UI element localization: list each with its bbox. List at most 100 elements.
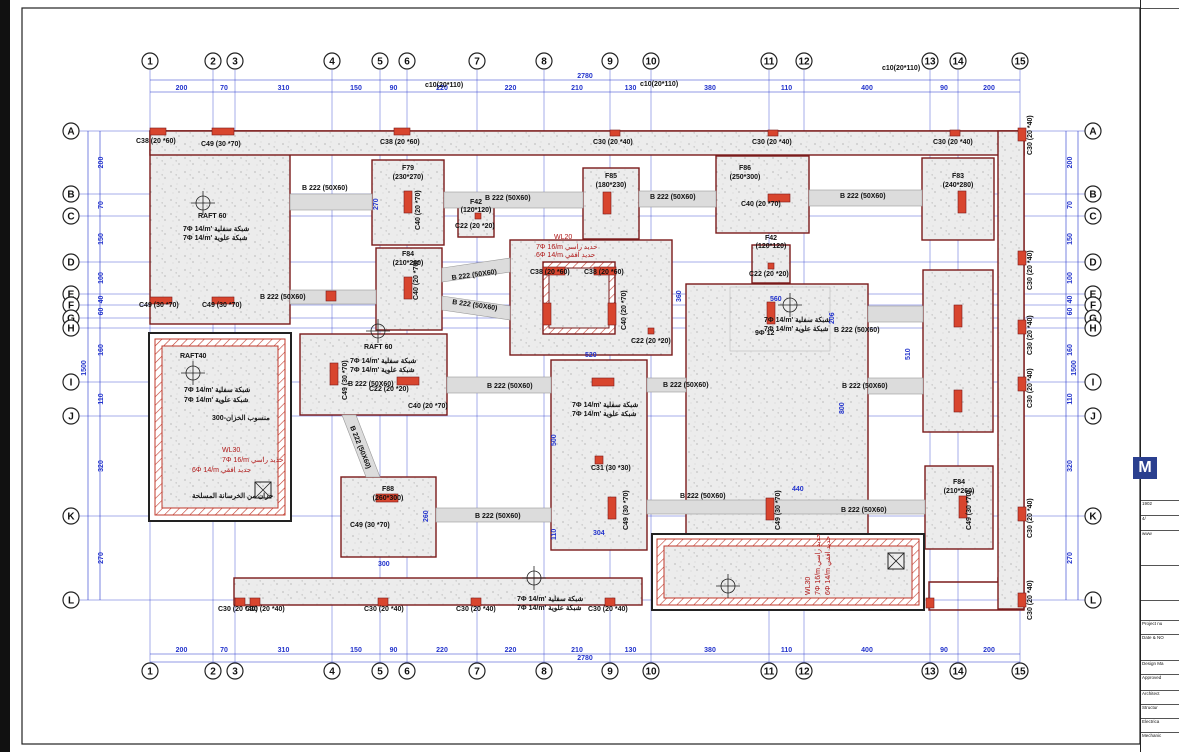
grid-bubble-bottom-15-label: 15: [1014, 667, 1026, 678]
grid-bubble-bottom-14-label: 14: [952, 667, 964, 678]
dim-bottom-11: 400: [861, 647, 873, 654]
dim-inner-800: 800: [839, 402, 846, 414]
dim-right-0: 200: [1067, 157, 1074, 169]
grid-bubble-left-K: K: [62, 507, 80, 525]
grid-bubble-left-H-label: H: [67, 324, 74, 335]
grid-bubble-left-G-label: G: [67, 314, 75, 325]
dim-bottom-4: 90: [390, 647, 398, 654]
grid-bubble-left-E-label: E: [68, 290, 75, 301]
footing-f85-size: (180*230): [596, 182, 627, 189]
grid-bubble-bottom-10-label: 10: [645, 667, 657, 678]
wl20-v-bars: 7Φ 16/m حديد راسي: [536, 243, 598, 251]
grid-bubble-bottom-13: 13: [921, 662, 939, 680]
col-label-inner-13: C49 (30 *70): [623, 490, 630, 530]
dim-bottom-6: 220: [505, 647, 517, 654]
grid-bubble-right-L: L: [1084, 591, 1102, 609]
grid-bubble-right-E-label: E: [1090, 290, 1097, 301]
wall-v-bars: 7Φ 16/m حديد راسي: [222, 456, 284, 464]
footing-f84a-size: (210*260): [393, 260, 424, 267]
grid-bubble-bottom-12: 12: [795, 662, 813, 680]
pile-label: 9Φ 12: [755, 330, 774, 337]
grid-bubble-right-C: C: [1084, 207, 1102, 225]
dim-inner-360: 360: [676, 290, 683, 302]
title-small-2: www: [1141, 530, 1179, 542]
footing-f88-name: F88: [382, 486, 394, 493]
footing-f86-size: (250*300): [730, 174, 761, 181]
dim-left-0: 200: [98, 157, 105, 169]
dim-inner-510: 510: [905, 348, 912, 360]
grid-bubble-bottom-11-label: 11: [764, 667, 775, 678]
grid-bubble-top-7-label: 7: [474, 57, 480, 68]
grid-bubble-left-I-label: I: [70, 378, 73, 389]
grid-bubble-top-14: 14: [949, 52, 967, 70]
grid-bubble-top-11: 11: [760, 52, 778, 70]
footing-f79-size: (230*270): [393, 174, 424, 181]
col-label-inner-9: C38 (20 *60): [584, 269, 624, 276]
grid-bubble-bottom-14: 14: [949, 662, 967, 680]
col-label-inner-16: C40 (20 *70): [413, 260, 420, 300]
grid-bubble-top-10-label: 10: [645, 57, 657, 68]
dim-bottom-8: 130: [625, 647, 637, 654]
beam-label-7: B 222 (50X60): [842, 383, 888, 390]
dim-top-8: 130: [625, 85, 637, 92]
dim-bottom-2: 310: [278, 647, 290, 654]
grid-bubble-bottom-10: 10: [642, 662, 660, 680]
grid-bubble-right-B-label: B: [1089, 190, 1096, 201]
dim-left-6: 160: [98, 344, 105, 356]
grid-bubble-bottom-2-label: 2: [210, 667, 216, 678]
grid-bubble-bottom-9-label: 9: [607, 667, 613, 678]
grid-bubble-top-6: 6: [398, 52, 416, 70]
grid-bubble-bottom-13-label: 13: [924, 667, 936, 678]
dim-right-5: 60: [1067, 308, 1074, 316]
title-small-0: 1902: [1141, 500, 1179, 512]
dim-left-5: 60: [98, 308, 105, 316]
col-label-right-4: C30 (20 *40): [1027, 498, 1034, 538]
grid-bubble-top-9-label: 9: [607, 57, 613, 68]
dim-right-3: 100: [1067, 272, 1074, 284]
footing-f85-name: F85: [605, 173, 617, 180]
dim-top-1: 70: [220, 85, 228, 92]
beam-label-6: B 222 (50X60): [663, 382, 709, 389]
grid-bubble-left-K-label: K: [67, 512, 75, 523]
dim-right-4: 40: [1067, 296, 1074, 304]
beam-label-3: B 222 (50X60): [840, 193, 886, 200]
grid-bubble-right-F-label: F: [1090, 301, 1096, 312]
col-label-right-5: C30 (20 *40): [1027, 580, 1034, 620]
callout-top-mid: c10(20*110): [640, 81, 678, 88]
raft-b-label: RAFT 60: [364, 344, 393, 351]
dim-top-4: 90: [390, 85, 398, 92]
grid-bubble-top-4-label: 4: [329, 57, 335, 68]
overall-width-bottom: 2780: [577, 655, 593, 662]
grid-bubble-bottom-3: 3: [226, 662, 244, 680]
mid-mesh-1: 7Φ 14/m' شبكة سفلية: [572, 401, 638, 409]
dim-top-6: 220: [505, 85, 517, 92]
col-label-inner-10: C31 (30 *30): [591, 465, 631, 472]
grid-bubble-left-D: D: [62, 253, 80, 271]
grid-bubble-bottom-4-label: 4: [329, 667, 335, 678]
dim-bottom-1: 70: [220, 647, 228, 654]
grid-bubble-top-12: 12: [795, 52, 813, 70]
grid-bubble-right-B: B: [1084, 185, 1102, 203]
dim-inner-560: 560: [770, 296, 782, 303]
grid-bubble-right-H-label: H: [1089, 324, 1096, 335]
col-label-right-1: C30 (20 *40): [1027, 250, 1034, 290]
grid-bubble-left-A: A: [62, 122, 80, 140]
grid-bubble-bottom-9: 9: [601, 662, 619, 680]
title-row-3: Approved: [1141, 674, 1179, 686]
grid-bubble-bottom-3-label: 3: [232, 667, 238, 678]
tank-level: منسوب الخزان-300: [212, 414, 270, 422]
grid-bubble-bottom-4: 4: [323, 662, 341, 680]
dim-top-13: 200: [983, 85, 995, 92]
grid-bubble-left-I: I: [62, 373, 80, 391]
grid-bubble-top-1: 1: [141, 52, 159, 70]
grid-bubble-right-J: J: [1084, 407, 1102, 425]
col-label-right-0: C30 (20 *40): [1027, 115, 1034, 155]
grid-bubble-bottom-1-label: 1: [147, 667, 153, 678]
dim-inner-110: 110: [551, 529, 558, 540]
dim-top-7: 210: [571, 85, 583, 92]
callout-top-left: c10(20*110): [425, 82, 463, 89]
grid-bubble-left-J-label: J: [68, 412, 74, 423]
beam-label-1: B 222 (50X60): [485, 195, 531, 202]
